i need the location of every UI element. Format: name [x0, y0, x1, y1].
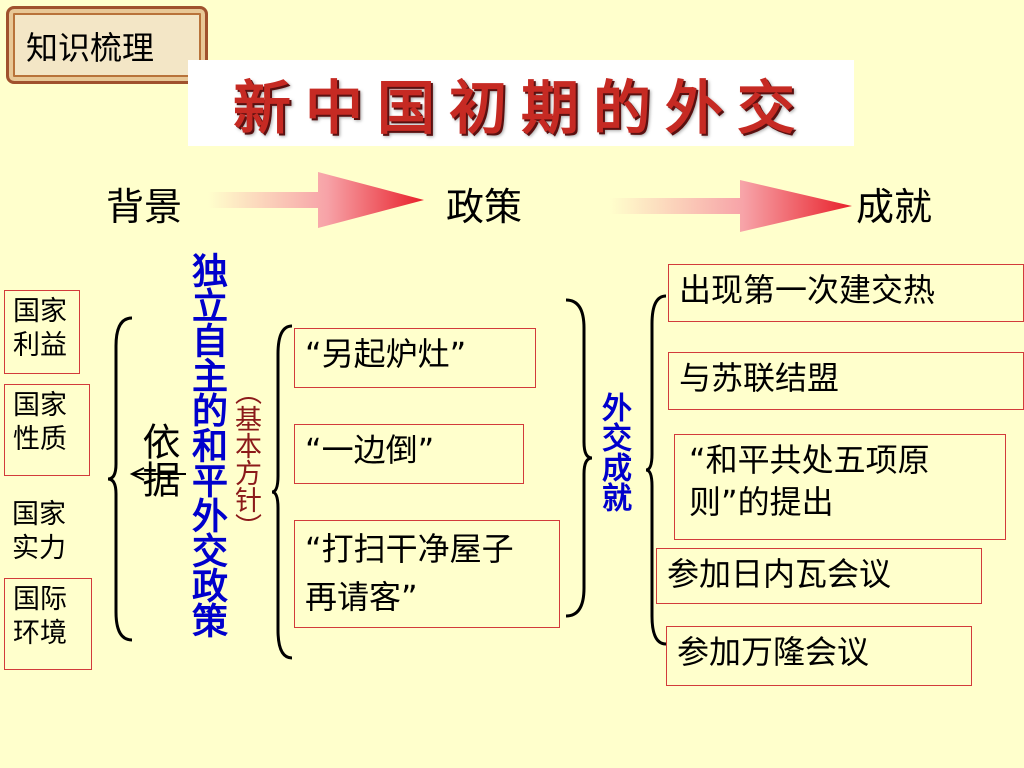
policy-note: （基本方针）	[230, 378, 261, 540]
achievement-item: 参加万隆会议	[666, 626, 972, 686]
page-title: 新中国初期的外交	[232, 74, 809, 142]
policy-item: “打扫干净屋子 再请客”	[294, 520, 560, 628]
left-brace	[107, 316, 133, 642]
background-item: 国家 实力	[12, 499, 66, 564]
left-brace	[271, 324, 293, 660]
section-badge	[6, 6, 208, 84]
background-item: 国家 利益	[4, 290, 80, 374]
background-item: 国家 性质	[4, 384, 90, 476]
arrow-right-icon	[610, 180, 852, 232]
policy-item: “一边倒”	[294, 424, 524, 484]
header-achievement: 成就	[856, 185, 933, 229]
achievement-item: “和平共处五项原则”的提出	[674, 434, 1006, 540]
policy-name: 独立自主的和平外交政策	[186, 252, 227, 637]
page-title-banner: 新中国初期的外交	[188, 60, 854, 146]
left-brace	[645, 294, 667, 646]
policy-item: “另起炉灶”	[294, 328, 536, 388]
achievement-item: 与苏联结盟	[668, 352, 1024, 410]
arrow-left-icon	[129, 467, 186, 481]
right-brace	[565, 298, 593, 618]
arrow-right-icon	[208, 172, 424, 228]
header-background: 背景	[106, 185, 183, 229]
achievement-label: 外交成就	[596, 392, 631, 512]
achievement-item: 参加日内瓦会议	[656, 548, 982, 604]
section-badge-label: 知识梳理	[26, 29, 155, 67]
header-policy: 政策	[446, 185, 523, 229]
achievement-item: 出现第一次建交热	[668, 264, 1024, 322]
background-item: 国际 环境	[4, 578, 92, 670]
basis-label: 依据	[136, 422, 180, 498]
